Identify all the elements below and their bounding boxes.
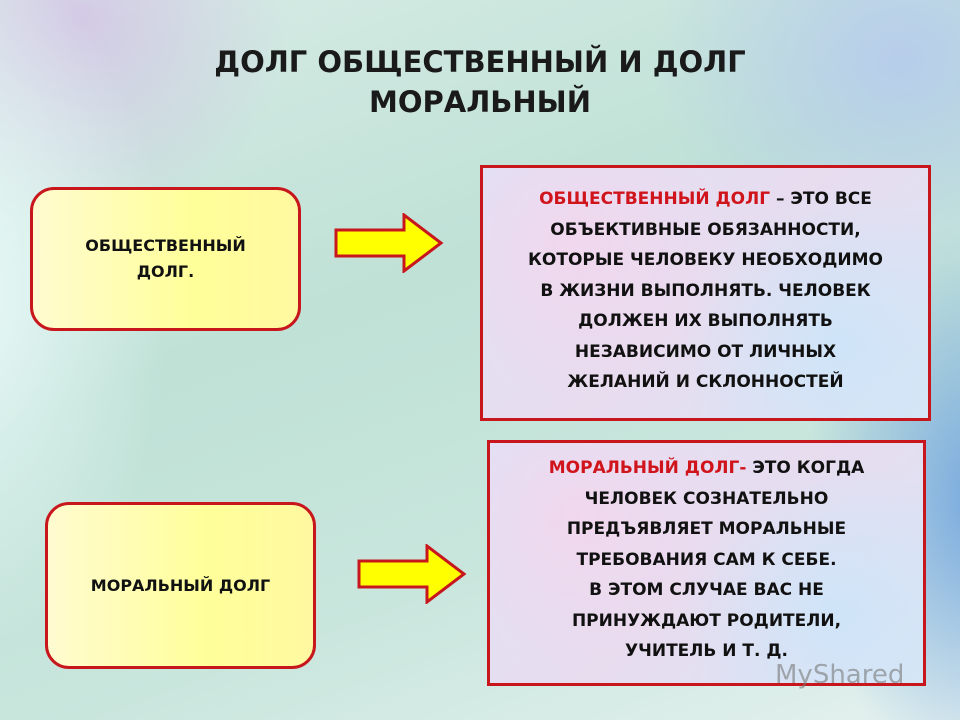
watermark-text: MyShared — [775, 660, 905, 690]
definition-line: ЭТО КОГДА — [746, 458, 865, 478]
definition-line: ПРИНУЖДАЮТ РОДИТЕЛИ, — [571, 610, 842, 631]
definition-line: В ЖИЗНИ ВЫПОЛНЯТЬ. ЧЕЛОВЕК — [540, 280, 871, 301]
social-duty-box: ОБЩЕСТВЕННЫЙ ДОЛГ. — [30, 187, 301, 331]
definition-line: – ЭТО ВСЕ — [775, 189, 872, 209]
definition-line: КОТОРЫЕ ЧЕЛОВЕКУ НЕОБХОДИМО — [528, 250, 883, 270]
social-duty-label-1: ОБЩЕСТВЕННЫЙ — [85, 236, 246, 255]
definition-term: МОРАЛЬНЫЙ ДОЛГ- — [548, 458, 747, 478]
definition-line: ЧЕЛОВЕК СОЗНАТЕЛЬНО — [584, 488, 829, 509]
definition-line: НЕЗАВИСИМО ОТ ЛИЧНЫХ — [574, 341, 837, 362]
definition-line: ОБЪЕКТИВНЫЕ ОБЯЗАННОСТИ, — [550, 219, 861, 240]
arrow-right-icon — [357, 544, 467, 604]
moral-duty-label: МОРАЛЬНЫЙ ДОЛГ — [90, 575, 271, 595]
social-duty-definition: ОБЩЕСТВЕННЫЙ ДОЛГ – ЭТО ВСЕ ОБЪЕКТИВНЫЕ … — [480, 165, 931, 421]
definition-line: В ЭТОМ СЛУЧАЕ ВАС НЕ — [589, 580, 824, 600]
title-line-1: ДОЛГ ОБЩЕСТВЕННЫЙ И ДОЛГ — [214, 45, 746, 79]
arrow-right-icon — [334, 213, 444, 273]
watermark-logo: MyShared — [775, 660, 904, 690]
moral-duty-box: МОРАЛЬНЫЙ ДОЛГ — [45, 502, 316, 669]
definition-line: ДОЛЖЕН ИХ ВЫПОЛНЯТЬ — [578, 311, 833, 331]
definition-line: УЧИТЕЛЬ И Т. Д. — [625, 641, 788, 661]
definition-line: ТРЕБОВАНИЯ САМ К СЕБЕ. — [576, 549, 837, 570]
definition-term: ОБЩЕСТВЕННЫЙ ДОЛГ — [539, 189, 771, 209]
slide-title: ДОЛГ ОБЩЕСТВЕННЫЙ И ДОЛГ МОРАЛЬНЫЙ — [0, 42, 960, 122]
definition-line: ЖЕЛАНИЙ И СКЛОННОСТЕЙ — [567, 372, 844, 392]
moral-duty-definition: МОРАЛЬНЫЙ ДОЛГ- ЭТО КОГДА ЧЕЛОВЕК СОЗНАТ… — [487, 440, 926, 686]
definition-line: ПРЕДЪЯВЛЯЕТ МОРАЛЬНЫЕ — [566, 519, 847, 539]
social-duty-label-2: ДОЛГ. — [136, 262, 195, 281]
title-line-2: МОРАЛЬНЫЙ — [369, 85, 591, 119]
